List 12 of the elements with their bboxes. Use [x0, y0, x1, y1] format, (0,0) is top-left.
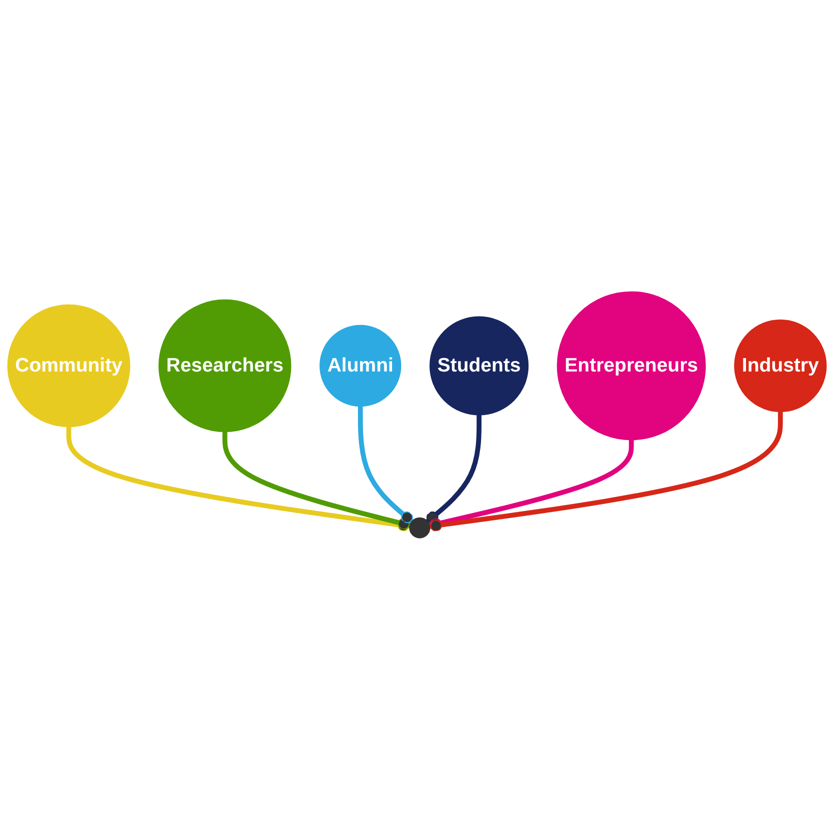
- connector: [426, 414, 482, 524]
- connector: [429, 411, 783, 532]
- node-circle: Researchers: [158, 299, 292, 432]
- node-circle: Entrepreneurs: [556, 291, 706, 440]
- node-circle: Industry: [734, 319, 827, 412]
- connector: [222, 432, 411, 530]
- node-circle: Community: [7, 304, 130, 428]
- node-circle: Students: [430, 316, 529, 416]
- node-circle: [409, 517, 430, 538]
- connector: [66, 426, 410, 532]
- connector: [358, 406, 414, 524]
- node-circle: Alumni: [320, 324, 402, 406]
